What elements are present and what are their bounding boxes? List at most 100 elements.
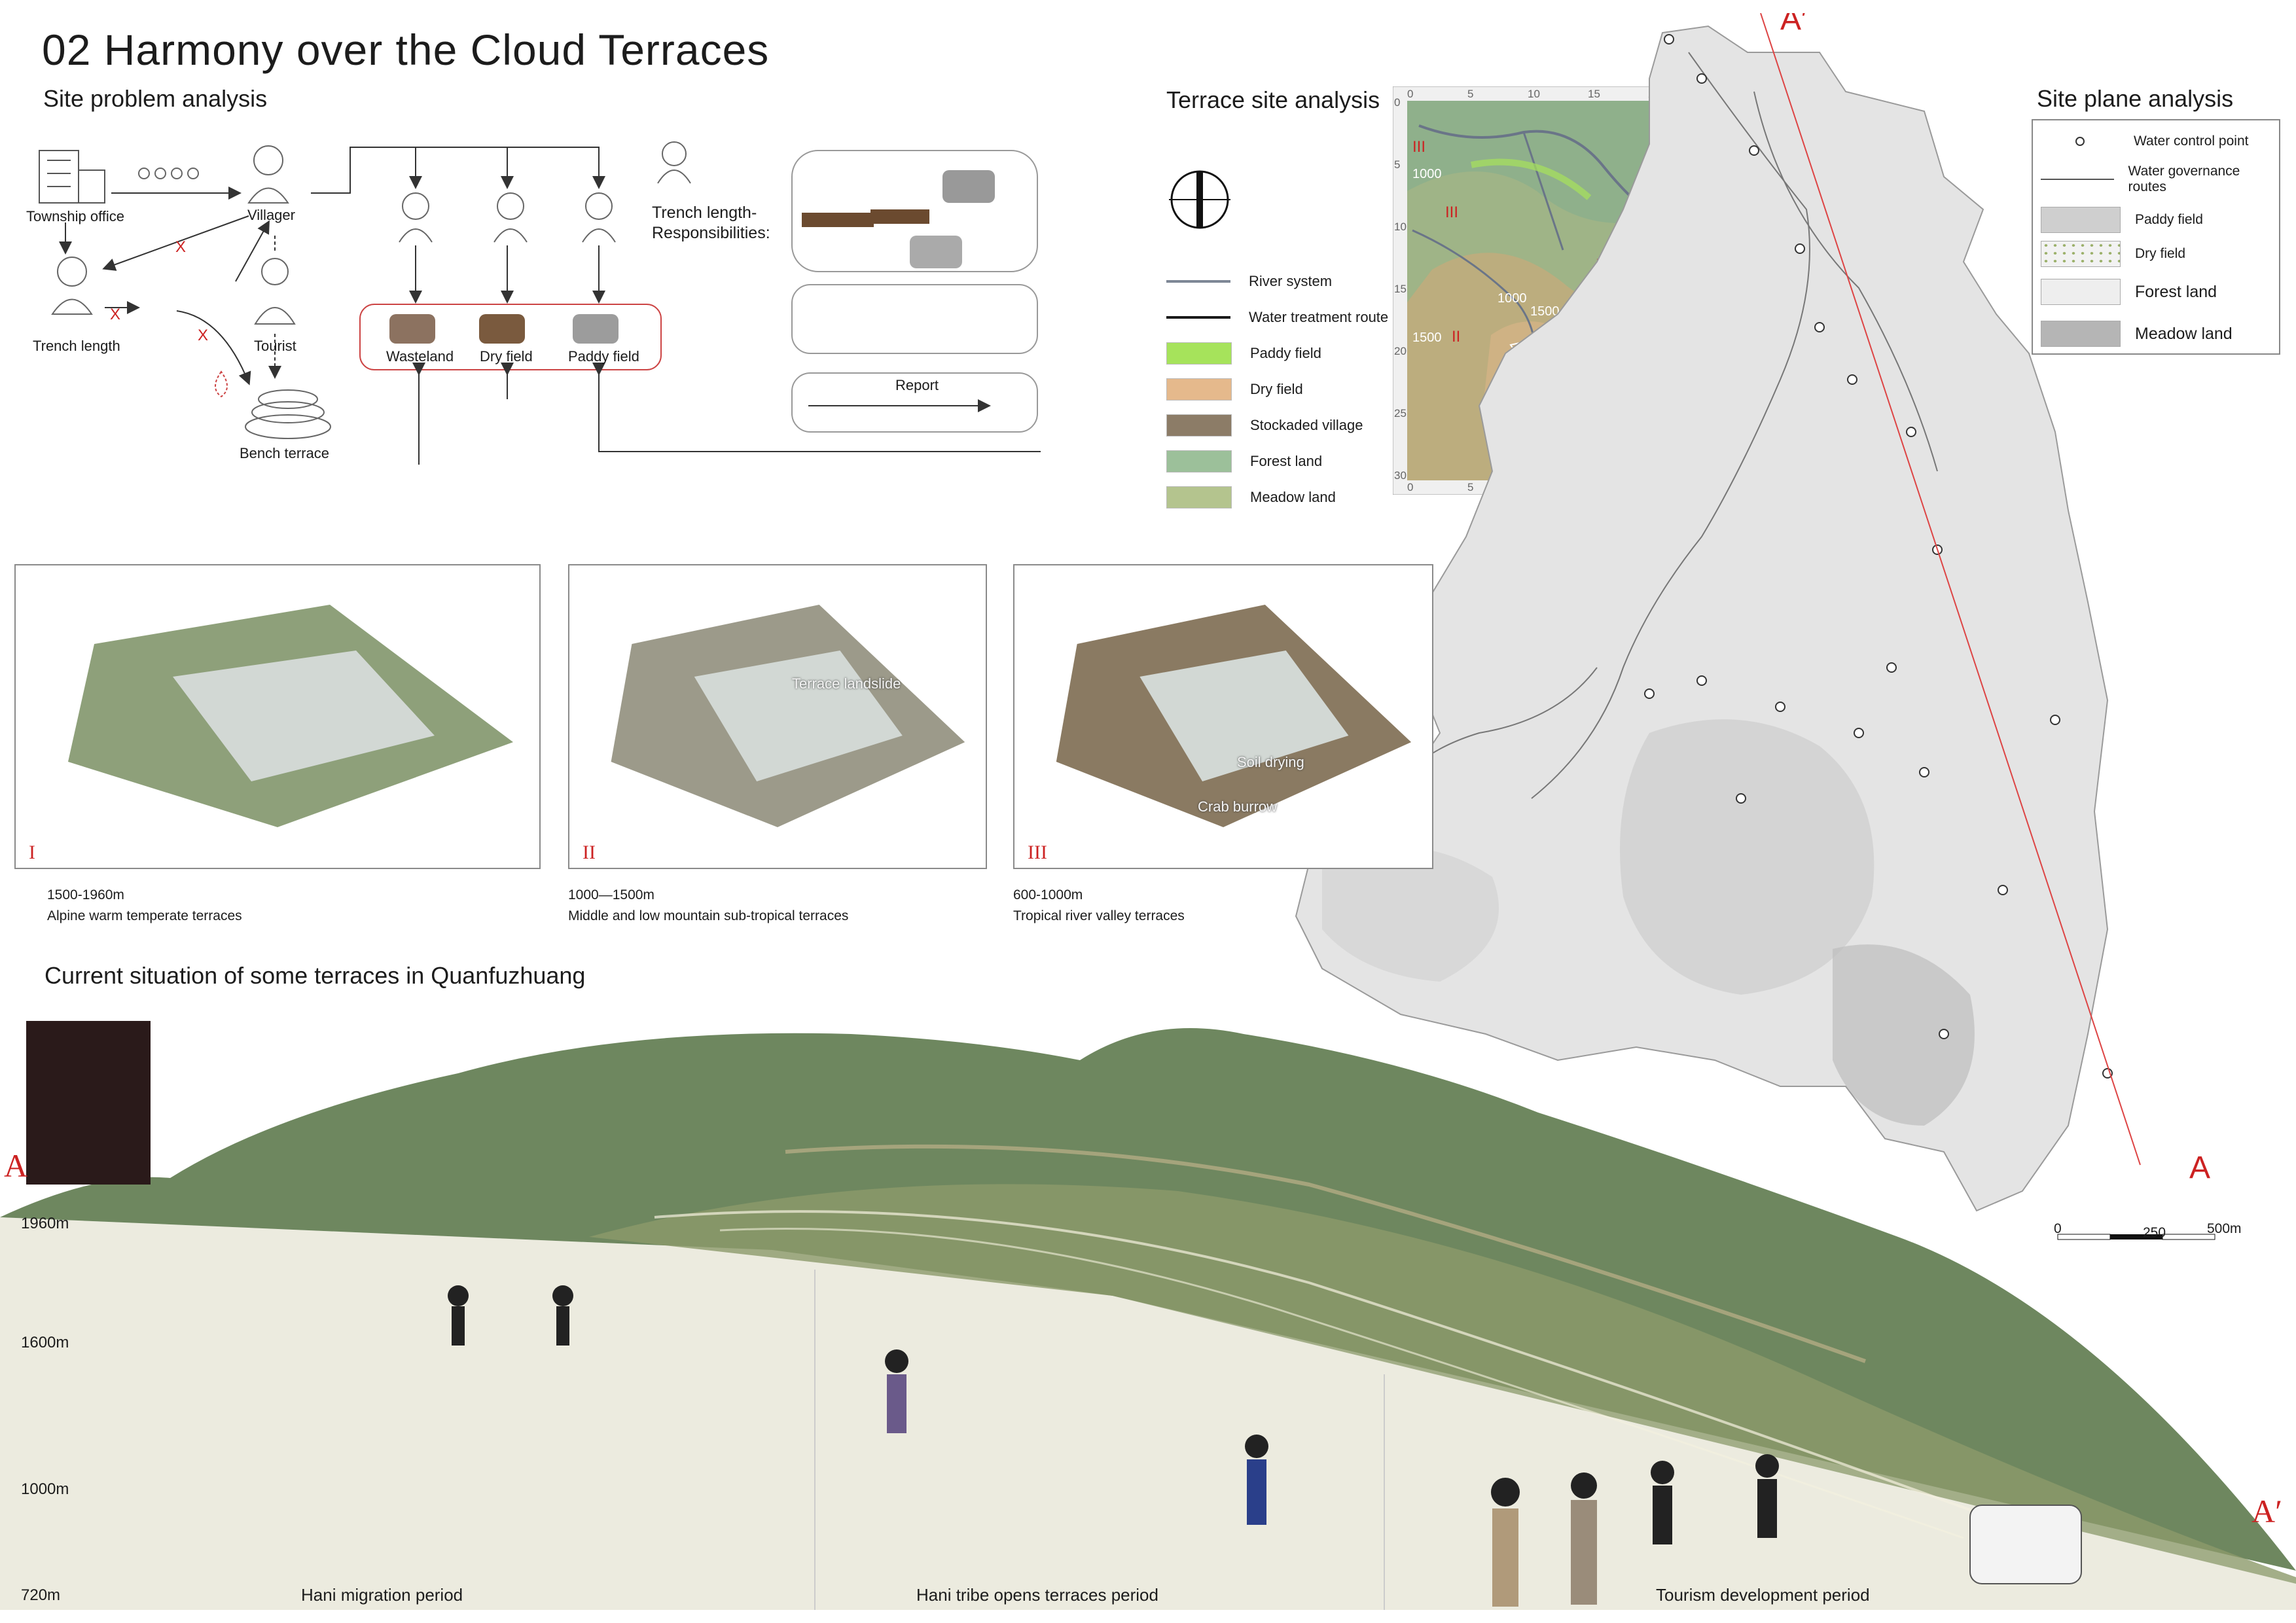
legend-label: River system xyxy=(1249,272,1333,289)
map-label: 1500 xyxy=(1412,330,1442,345)
paddy-field-label: Paddy field xyxy=(568,348,639,365)
legend-label: Water control point xyxy=(2134,134,2249,149)
legend-label: Dry field xyxy=(1250,380,1303,397)
problem-diagram: X X X xyxy=(39,141,1041,465)
plane-legend-item: Forest land xyxy=(2041,271,2271,313)
terrace-type-name: Alpine warm temperate terraces xyxy=(47,908,242,923)
township-office-label: Township office xyxy=(26,208,125,224)
map-left-tick: 5 xyxy=(1394,158,1400,171)
section-illustration xyxy=(0,1021,2296,1610)
section-marker-a: A xyxy=(2189,1150,2210,1185)
terrace-panel: I xyxy=(14,564,541,869)
water-drop-icon xyxy=(215,370,228,398)
terrace-panel: III xyxy=(1013,564,1433,869)
page-title: 02 Harmony over the Cloud Terraces xyxy=(42,26,770,74)
scale-bar xyxy=(2057,1234,2215,1240)
north-arrow-icon xyxy=(1169,170,1230,229)
map-label: III xyxy=(1445,204,1458,221)
legend-label: Paddy field xyxy=(1250,344,1321,361)
elevation-1000: 1000m xyxy=(21,1480,69,1498)
map-top-tick: 15 xyxy=(1588,88,1600,100)
map-left-tick: 0 xyxy=(1394,96,1400,109)
legend-swatch xyxy=(2041,279,2121,305)
period-tourism: Tourism development period xyxy=(1656,1585,1870,1605)
legend-swatch xyxy=(1166,315,1230,319)
x-mark: X xyxy=(110,306,120,323)
map-left-tick: 20 xyxy=(1394,345,1407,357)
report-label: Report xyxy=(895,377,939,393)
scale-250: 250 xyxy=(2143,1225,2166,1240)
terrace-elevation-range: 600-1000m xyxy=(1013,887,1083,902)
site-legend-item: Forest land xyxy=(1166,443,1388,479)
site-legend-item: Stockaded village xyxy=(1166,407,1388,443)
legend-label: Dry field xyxy=(2135,246,2186,261)
terrace-type-name: Tropical river valley terraces xyxy=(1013,908,1185,923)
map-label: 1000 xyxy=(1498,291,1527,306)
map-left-tick: 10 xyxy=(1394,221,1407,233)
legend-label: Water governance routes xyxy=(2128,164,2240,194)
site-legend-item: Meadow land xyxy=(1166,479,1388,515)
tourist-label: Tourist xyxy=(254,338,296,354)
map-label: 1000 xyxy=(1412,167,1442,181)
x-mark: X xyxy=(198,327,208,344)
legend-swatch xyxy=(1166,378,1232,401)
plane-legend-item: Water governance routes xyxy=(2041,156,2271,203)
terrace-elevation-range: 1000—1500m xyxy=(568,887,655,902)
legend-label: Forest land xyxy=(2135,283,2217,301)
trench-length-icon xyxy=(51,257,93,315)
legend-label: Stockaded village xyxy=(1250,416,1363,433)
van-icon xyxy=(1969,1505,2082,1584)
legend-swatch xyxy=(2041,321,2121,347)
legend-swatch xyxy=(1166,450,1232,473)
terrace-note: Terrace landslide xyxy=(792,675,901,692)
bench-terrace-label: Bench terrace xyxy=(240,445,329,461)
map-top-tick: 5 xyxy=(1467,88,1473,100)
map-label: 1500 xyxy=(1530,304,1560,319)
map-label: III xyxy=(1412,138,1426,156)
map-bottom-tick: 5 xyxy=(1467,481,1473,493)
legend-label: Meadow land xyxy=(1250,488,1336,505)
site-plane-map: A A′ xyxy=(1295,13,2210,1212)
plane-legend-item: Meadow land xyxy=(2041,313,2271,355)
map-bottom-tick: 0 xyxy=(1407,481,1413,493)
legend-swatch xyxy=(2041,137,2119,146)
site-analysis-heading: Terrace site analysis xyxy=(1166,86,1380,113)
legend-swatch xyxy=(1166,279,1230,283)
terrace-note: Soil drying xyxy=(1237,754,1304,770)
elevation-1960: 1960m xyxy=(21,1215,69,1232)
map-top-tick: 10 xyxy=(1528,88,1540,100)
terrace-elevation-range: 1500-1960m xyxy=(47,887,124,902)
terrace-illustration xyxy=(68,605,513,827)
x-mark: X xyxy=(175,238,186,256)
person-icon xyxy=(657,141,691,184)
legend-swatch xyxy=(1166,486,1232,508)
site-legend-item: Dry field xyxy=(1166,371,1388,407)
legend-swatch xyxy=(1166,342,1232,365)
legend-label: Water treatment route xyxy=(1249,308,1389,325)
wasteland-label: Wasteland xyxy=(386,348,454,365)
map-left-tick: 15 xyxy=(1394,283,1407,295)
terrace-type-name: Middle and low mountain sub-tropical ter… xyxy=(568,908,849,923)
map-left-tick: 25 xyxy=(1394,407,1407,419)
crowd-icon xyxy=(138,168,199,179)
terrace-illustration xyxy=(611,605,965,827)
terrace-illustration xyxy=(1056,605,1412,827)
plane-legend-item: Dry field xyxy=(2041,237,2271,271)
plane-heading: Site plane analysis xyxy=(2037,85,2234,112)
map-label: II xyxy=(1452,328,1460,346)
legend-swatch xyxy=(2041,207,2121,233)
plane-legend-item: Water control point xyxy=(2041,127,2271,156)
hani-elder-figure xyxy=(26,1021,151,1185)
trench-length-label: Trench length xyxy=(33,338,120,354)
building-icon xyxy=(39,150,105,204)
current-heading: Current situation of some terraces in Qu… xyxy=(45,962,586,989)
section-marker-a-prime: A′ xyxy=(1780,13,1807,37)
legend-swatch xyxy=(2041,179,2114,180)
period-migration: Hani migration period xyxy=(301,1585,463,1605)
responsibilities-label: Trench length- Responsibilities: xyxy=(652,204,770,242)
plane-legend-item: Paddy field xyxy=(2041,203,2271,237)
legend-label: Paddy field xyxy=(2135,212,2203,227)
terrace-roman: II xyxy=(583,842,596,863)
